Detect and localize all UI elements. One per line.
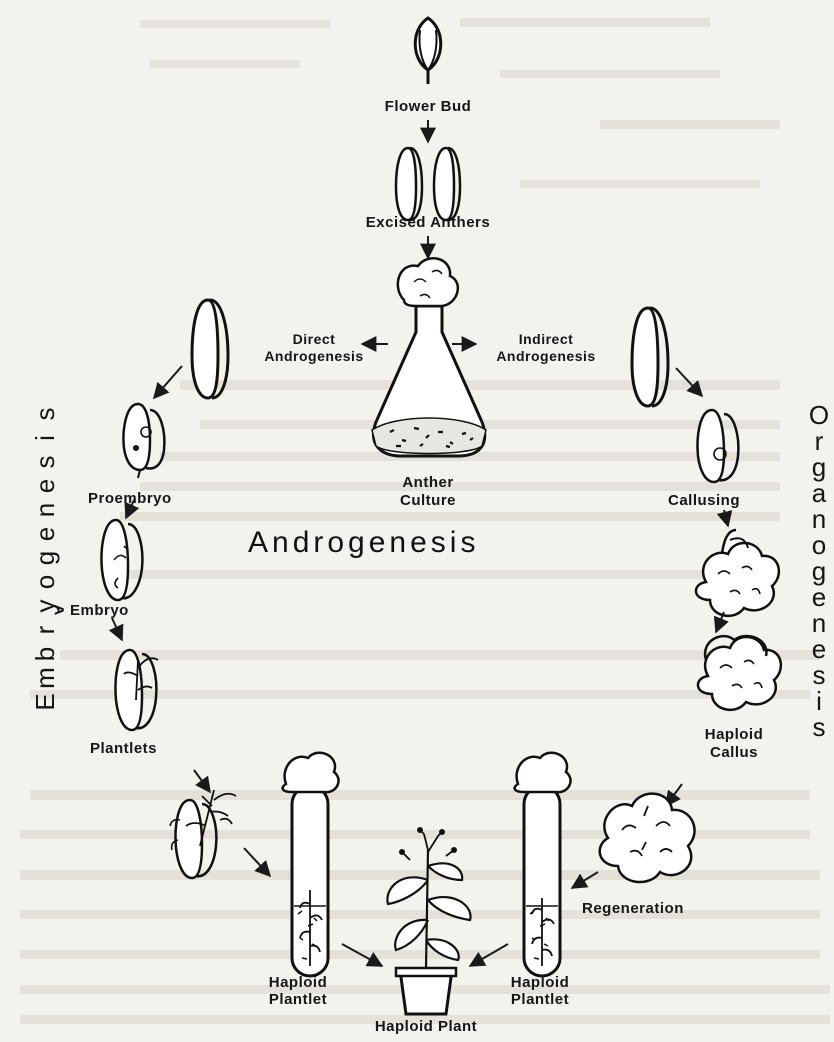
vertical-letter: r bbox=[33, 617, 57, 643]
label-proembryo: Proembryo bbox=[88, 490, 172, 508]
vertical-letter: s bbox=[33, 449, 57, 475]
vertical-letter: y bbox=[33, 593, 57, 619]
plantlets-sprouting-illustration bbox=[170, 790, 236, 878]
haploid-plantlet-tube-right bbox=[515, 753, 571, 976]
label-direct: Direct bbox=[293, 330, 336, 348]
vertical-letter: b bbox=[33, 641, 57, 667]
label-indirect-androgenesis: Androgenesis bbox=[496, 347, 595, 365]
vertical-letter: g bbox=[33, 545, 57, 571]
vertical-letter: g bbox=[806, 454, 832, 480]
flower-bud-illustration bbox=[415, 18, 441, 84]
arrow-sprouts-to-tube bbox=[244, 848, 270, 876]
plantlets-illustration bbox=[116, 650, 158, 730]
label-haploid-callus-2: Callus bbox=[710, 744, 758, 762]
label-callusing: Callusing bbox=[668, 492, 740, 510]
label-flower-bud: Flower Bud bbox=[385, 98, 472, 116]
label-plantlets: Plantlets bbox=[90, 740, 157, 758]
label-haploid-plantlet-left-1: Haploid bbox=[269, 974, 328, 992]
label-excised-anthers: Excised Anthers bbox=[366, 214, 491, 232]
vertical-letter: s bbox=[806, 662, 832, 688]
vertical-letter: i bbox=[33, 425, 57, 451]
label-haploid-plantlet-right-2: Plantlet bbox=[511, 991, 569, 1009]
label-anther: Anther bbox=[402, 474, 453, 492]
left-arc bbox=[150, 366, 180, 398]
vertical-letter: m bbox=[33, 665, 57, 691]
vertical-letter: n bbox=[33, 497, 57, 523]
vertical-letter: s bbox=[806, 714, 832, 740]
arrow-regeneration-to-tube bbox=[572, 872, 598, 888]
label-haploid-plant: Haploid Plant bbox=[375, 1018, 477, 1036]
vertical-letter: s bbox=[33, 401, 57, 427]
excised-anthers-illustration bbox=[396, 148, 460, 220]
haploid-plantlet-tube-left bbox=[283, 753, 339, 976]
label-haploid-plantlet-left-2: Plantlet bbox=[269, 991, 327, 1009]
label-regeneration: Regeneration bbox=[582, 900, 684, 918]
proembryo-illustration bbox=[124, 404, 165, 478]
arrow-embryo-to-plantlets bbox=[112, 618, 122, 640]
vertical-letter: i bbox=[806, 688, 832, 714]
vertical-letter: E bbox=[33, 689, 57, 715]
label-direct-androgenesis: Androgenesis bbox=[264, 347, 363, 365]
haploid-plant-illustration bbox=[387, 827, 470, 1014]
embryogenesis-vertical-label: sisenegoyrbmE bbox=[32, 402, 58, 714]
organogenesis-vertical-label: Organogenesis bbox=[806, 402, 832, 740]
vertical-letter: e bbox=[806, 636, 832, 662]
vertical-letter: a bbox=[806, 480, 832, 506]
arrow-left-tube-to-plant bbox=[342, 944, 382, 966]
label-culture: Culture bbox=[400, 492, 456, 510]
label-haploid-plantlet-right-1: Haploid bbox=[511, 974, 570, 992]
vertical-letter: O bbox=[806, 402, 832, 428]
vertical-letter: o bbox=[33, 569, 57, 595]
haploid-callus-illustration bbox=[698, 636, 781, 710]
vertical-letter: e bbox=[806, 584, 832, 610]
vertical-letter: n bbox=[806, 610, 832, 636]
left-anther-illustration bbox=[192, 300, 228, 398]
label-indirect: Indirect bbox=[519, 330, 574, 348]
vertical-letter: o bbox=[806, 532, 832, 558]
regenerating-callus-illustration bbox=[600, 794, 695, 882]
label-haploid-callus-1: Haploid bbox=[705, 726, 764, 744]
central-title: Androgenesis bbox=[248, 526, 479, 560]
anther-culture-flask bbox=[372, 258, 486, 456]
arrow-plantlets-down bbox=[194, 770, 210, 792]
embryo-illustration bbox=[102, 520, 143, 600]
label-embryo: Embryo bbox=[70, 602, 129, 620]
right-anther-illustration bbox=[632, 308, 668, 406]
callusing-anther-illustration bbox=[698, 410, 739, 482]
arrow-right-anther-to-callusing bbox=[676, 368, 702, 396]
vertical-letter: g bbox=[806, 558, 832, 584]
arrow-callusing-down bbox=[724, 510, 728, 526]
vertical-letter: n bbox=[806, 506, 832, 532]
vertical-letter: e bbox=[33, 521, 57, 547]
vertical-letter: e bbox=[33, 473, 57, 499]
vertical-letter: r bbox=[806, 428, 832, 454]
callus-forming-illustration bbox=[696, 530, 779, 616]
arrow-left-anther-to-proembryo bbox=[154, 366, 182, 398]
arrow-right-tube-to-plant bbox=[470, 944, 508, 966]
